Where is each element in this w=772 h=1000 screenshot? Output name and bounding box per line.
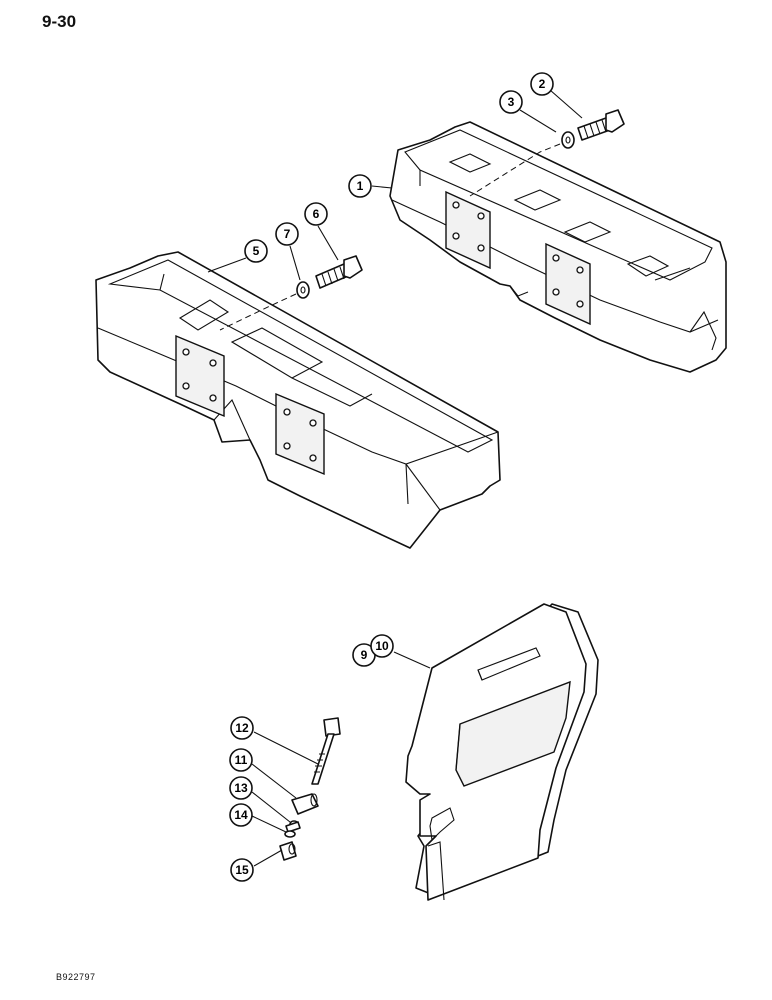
leader-11	[251, 763, 297, 799]
callout-11: 11	[229, 748, 253, 772]
bolt-2	[577, 109, 625, 141]
leader-3	[519, 109, 557, 133]
svg-text:14: 14	[234, 808, 248, 822]
svg-text:1: 1	[357, 179, 364, 193]
front-weight-right	[389, 121, 727, 373]
callout-15: 15	[230, 858, 254, 882]
callout-5: 5	[244, 239, 268, 263]
part-14	[284, 830, 296, 838]
callout-14: 14	[229, 803, 253, 827]
svg-text:15: 15	[235, 863, 249, 877]
callout-13: 13	[229, 776, 253, 800]
page-number: 9-30	[42, 12, 77, 31]
svg-text:13: 13	[234, 781, 248, 795]
callout-12: 12	[230, 716, 254, 740]
svg-text:9: 9	[361, 648, 368, 662]
leader-15	[253, 849, 283, 867]
spacer-11	[291, 793, 319, 815]
bolt-6	[315, 255, 363, 289]
washer-7	[296, 281, 310, 299]
leader-6	[317, 225, 339, 261]
svg-text:6: 6	[313, 207, 320, 221]
svg-text:3: 3	[508, 95, 515, 109]
callout-3: 3	[499, 90, 523, 114]
svg-text:2: 2	[539, 77, 546, 91]
part-13	[285, 820, 301, 833]
leader-12	[253, 731, 319, 765]
leader-10	[393, 651, 431, 669]
callout-10: 10	[370, 634, 394, 658]
leader-1	[371, 185, 393, 189]
leader-14	[251, 815, 287, 833]
leader-13	[251, 791, 291, 823]
svg-text:5: 5	[253, 244, 260, 258]
svg-text:7: 7	[284, 227, 291, 241]
svg-text:10: 10	[375, 639, 389, 653]
leader-7	[289, 245, 301, 281]
nut-15	[279, 841, 297, 861]
front-weight-left	[95, 251, 501, 549]
bolt-12	[311, 717, 341, 785]
leader-5	[207, 257, 247, 273]
svg-text:12: 12	[235, 721, 249, 735]
callout-7: 7	[275, 222, 299, 246]
weight-plate	[405, 603, 599, 901]
callout-1: 1	[348, 174, 372, 198]
svg-text:11: 11	[235, 753, 248, 767]
callout-2: 2	[530, 72, 554, 96]
figure-code: B922797	[56, 972, 96, 982]
washer-3	[561, 131, 575, 149]
callout-6: 6	[304, 202, 328, 226]
leader-2	[549, 89, 583, 119]
